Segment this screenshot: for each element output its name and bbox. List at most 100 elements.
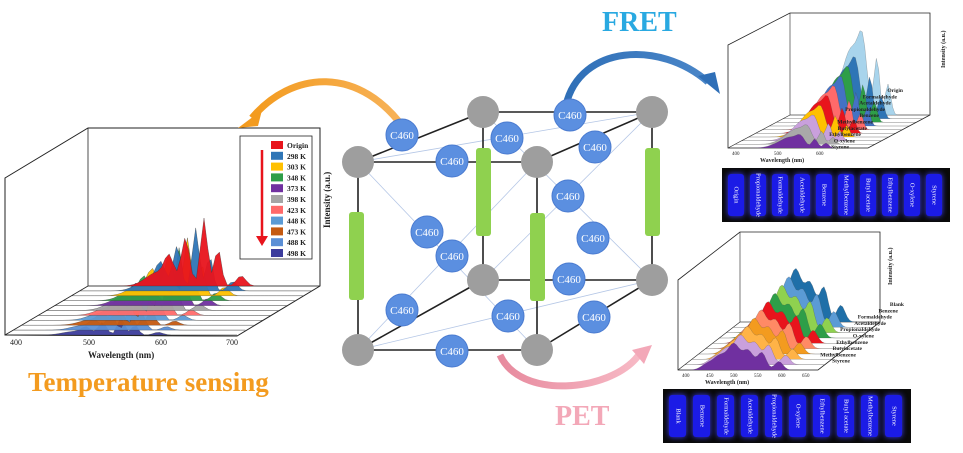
temp-legend-swatch bbox=[271, 205, 283, 214]
c460-circle bbox=[490, 121, 524, 155]
temp-xtick-700: 700 bbox=[226, 338, 238, 347]
pet-xlabel: Wavelength (nm) bbox=[705, 379, 749, 386]
pet-vials-photo: Blank Benzene Formaldehyde Acetaldehyde Prop… bbox=[663, 389, 911, 443]
pet-legend-label: Formaldehyde bbox=[858, 315, 893, 321]
temp-legend-label: 488 K bbox=[287, 238, 306, 247]
fret-spectrum-series bbox=[748, 105, 889, 138]
c460-label: C460 bbox=[583, 142, 607, 154]
c460-circle bbox=[551, 179, 585, 213]
fret-xtick-500: 500 bbox=[774, 152, 782, 157]
vial: Styrene bbox=[885, 395, 902, 437]
fret-legend-label: Methylbenzene bbox=[837, 120, 873, 126]
pet-xtick: 400 bbox=[682, 374, 690, 379]
temp-spectra-group bbox=[5, 217, 320, 336]
vial: Formaldehyde bbox=[717, 395, 734, 437]
vial: Ethylbenzene bbox=[813, 395, 830, 437]
c460-label: C460 bbox=[390, 305, 414, 317]
c460-circle bbox=[410, 215, 444, 249]
vial: Origin bbox=[728, 174, 744, 216]
c460-circle bbox=[578, 130, 612, 164]
temperature-arrow bbox=[249, 78, 411, 136]
temp-legend-swatch bbox=[271, 173, 283, 182]
vial: Styrene bbox=[926, 174, 942, 216]
vial-label: Methylbenzene bbox=[842, 174, 850, 216]
vial-label: Styrene bbox=[890, 406, 897, 426]
fret-xtick-600: 600 bbox=[816, 152, 824, 157]
vial: Methylbenzene bbox=[838, 174, 854, 216]
pet-arrow-head bbox=[632, 345, 652, 364]
c460-label: C460 bbox=[557, 274, 581, 286]
vial-label: O-xylene bbox=[794, 403, 801, 429]
fret-spectrum-series bbox=[728, 134, 868, 149]
linker-back-left bbox=[476, 148, 491, 236]
linker-front-left bbox=[349, 212, 364, 300]
vial: O-xylene bbox=[904, 174, 920, 216]
temperature-sensing-title: Temperature sensing bbox=[28, 367, 269, 397]
c460-label: C460 bbox=[440, 251, 464, 263]
vial-label: Methylbenzene bbox=[866, 395, 873, 437]
temp-spectrum-series bbox=[88, 217, 320, 287]
fret-spectrum-series bbox=[741, 114, 882, 141]
c460-circle bbox=[552, 262, 586, 296]
temp-legend-swatch bbox=[271, 216, 283, 225]
vial-label: Formaldehyde bbox=[722, 397, 729, 435]
temp-xtick-400: 400 bbox=[10, 338, 22, 347]
temp-legend-label: 348 K bbox=[287, 173, 306, 182]
pet-xtick: 600 bbox=[778, 374, 786, 379]
c460-circle bbox=[553, 98, 587, 132]
vial-label: Benzene bbox=[698, 404, 705, 428]
c460-label: C460 bbox=[495, 133, 519, 145]
pet-legend-label: Benzene bbox=[878, 308, 898, 314]
fret-legend-label: Ethylbenzene bbox=[829, 132, 861, 138]
vial: Blank bbox=[669, 395, 686, 437]
vial: O-xylene bbox=[789, 395, 806, 437]
temperature-spectra-chart: 400 500 600 700 Wavelength (nm) Intensit… bbox=[4, 127, 332, 360]
node bbox=[467, 264, 499, 296]
c460-circle bbox=[435, 144, 469, 178]
fret-xtick-400: 400 bbox=[732, 152, 740, 157]
fret-spectra-chart: 400 500 600 Wavelength (nm) Intensity (a… bbox=[727, 12, 947, 164]
vial-label: Butyl acetate bbox=[842, 398, 849, 434]
fret-legend-label: Formaldehyde bbox=[863, 94, 898, 100]
fret-legend-label: Propionaldehyde bbox=[845, 107, 885, 113]
c460-circle bbox=[385, 293, 419, 327]
vial: Butyl acetate bbox=[837, 395, 854, 437]
fret-legend-label: Benzene bbox=[859, 113, 879, 119]
fret-arrow bbox=[562, 51, 711, 106]
temp-legend-swatch bbox=[271, 151, 283, 160]
temp-legend-swatch bbox=[271, 162, 283, 171]
vial-label: Acetaldehyde bbox=[798, 177, 806, 213]
pet-legend-label: Butylacetate bbox=[833, 346, 863, 352]
temp-legend-swatch bbox=[271, 141, 283, 149]
vial: Acetaldehyde bbox=[794, 174, 810, 216]
c460-label: C460 bbox=[440, 346, 464, 358]
vial: Acetaldehyde bbox=[741, 395, 758, 437]
fret-legend-label: Butylacetate bbox=[838, 126, 868, 132]
vial: Propionaldehyde bbox=[765, 394, 782, 438]
vial: Formaldehyde bbox=[772, 174, 788, 216]
pet-legend-label: Propionaldehyde bbox=[840, 327, 880, 333]
vial: Ethylbenzene bbox=[882, 174, 898, 216]
fret-spectrum-series bbox=[734, 124, 875, 145]
fret-spectrum-series bbox=[769, 75, 910, 127]
vial-label: Formaldehyde bbox=[776, 176, 784, 214]
c460-label: C460 bbox=[556, 191, 580, 203]
temp-legend-label: 498 K bbox=[287, 249, 306, 258]
temp-xtick-500: 500 bbox=[83, 338, 95, 347]
pet-spectrum-series bbox=[678, 342, 818, 371]
temp-chart-x-axis bbox=[4, 334, 238, 337]
vial: Methylbenzene bbox=[861, 395, 878, 437]
node bbox=[521, 146, 553, 178]
c460-circle bbox=[576, 221, 610, 255]
pet-legend-label: O-xylene bbox=[853, 334, 875, 340]
pet-spectra-group bbox=[678, 268, 880, 371]
temp-xlabel: Wavelength (nm) bbox=[88, 350, 154, 360]
c460-circle bbox=[577, 300, 611, 334]
cube-nodes bbox=[342, 96, 668, 366]
vial-label: Blank bbox=[674, 408, 681, 424]
c460-label: C460 bbox=[581, 233, 605, 245]
